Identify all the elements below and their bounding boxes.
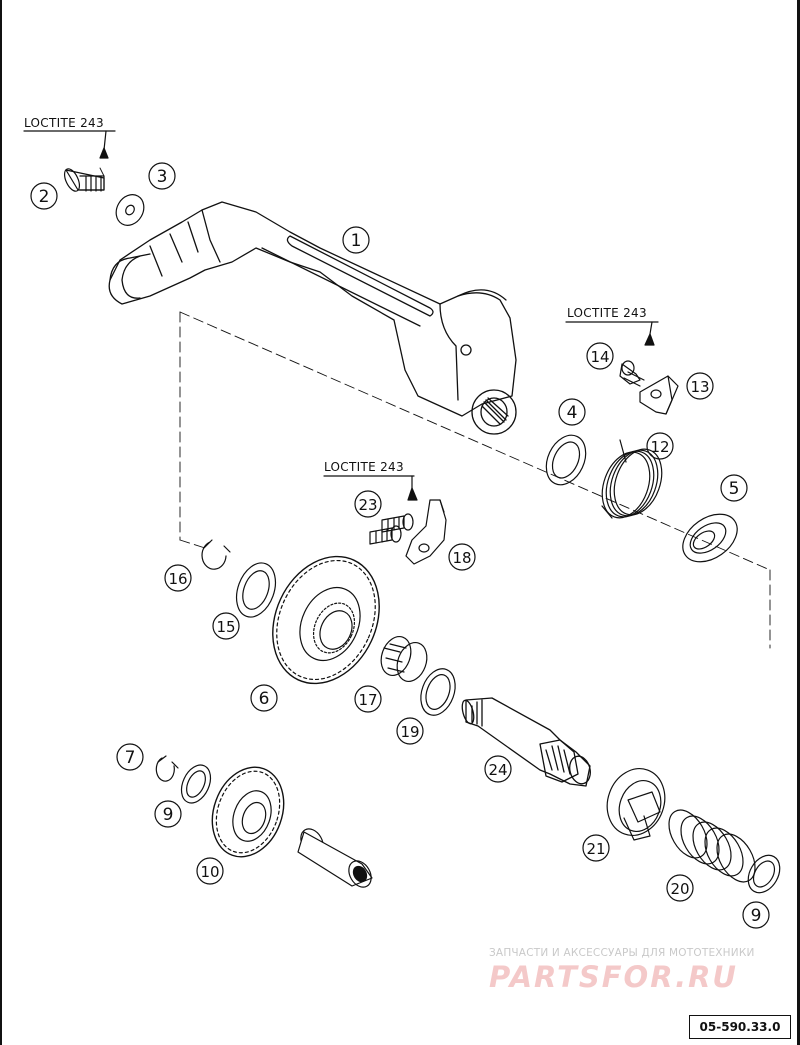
watermark-tagline: ЗАПЧАСТИ И АКСЕССУАРЫ ДЛЯ МОТОТЕХНИКИ: [489, 947, 755, 959]
part-14-bolt: [619, 360, 645, 387]
callout-19: 19: [400, 723, 419, 741]
callout-6: 6: [259, 689, 270, 709]
callout-23: 23: [358, 496, 377, 514]
loctite-marker-3: [323, 475, 418, 501]
callout-4: 4: [567, 403, 578, 423]
loctite-marker-1: [23, 130, 116, 159]
part-7-circlip: [155, 755, 179, 782]
part-6-large-gear: [272, 555, 380, 685]
loctite-label-3: LOCTITE 243: [324, 460, 404, 474]
part-4-washer: [545, 434, 587, 486]
part-17-needle-bearing: [380, 636, 428, 682]
watermark-logo: PARTSFOR.RU: [489, 960, 738, 994]
callout-5: 5: [729, 479, 740, 499]
loctite-label-1: LOCTITE 243: [24, 116, 104, 130]
part-19-washer: [420, 668, 456, 716]
sleeve-bushing: [297, 828, 373, 888]
callout-7: 7: [125, 748, 136, 768]
loctite-label-2: LOCTITE 243: [567, 306, 647, 320]
callout-17: 17: [358, 691, 377, 709]
part-24-kick-shaft: [461, 697, 591, 787]
callout-9-left: 9: [163, 805, 174, 825]
frame-right-border: [797, 0, 800, 1045]
callout-18: 18: [452, 549, 471, 567]
callout-1: 1: [351, 231, 362, 251]
frame-left-border: [0, 0, 2, 1045]
callout-24: 24: [488, 761, 507, 779]
part-16-circlip: [201, 539, 231, 570]
callout-9-right: 9: [751, 906, 762, 926]
part-23-bolts: [369, 513, 414, 545]
callout-10: 10: [200, 863, 219, 881]
part-10-small-gear: [211, 766, 285, 858]
callout-3: 3: [157, 167, 168, 187]
assembly-guide-lines: [179, 311, 771, 649]
part-20-spring: [668, 809, 756, 883]
part-3-washer: [115, 194, 145, 226]
part-1-kick-lever: [108, 201, 517, 435]
callout-14: 14: [590, 348, 609, 366]
part-5-washer: [682, 513, 738, 563]
callout-15: 15: [216, 618, 235, 636]
callout-13: 13: [690, 378, 709, 396]
callout-16: 16: [168, 570, 187, 588]
leader-lines: [99, 167, 105, 177]
part-21-ratchet-gear: [606, 768, 666, 841]
part-18-ratchet-lever: [405, 499, 447, 565]
callout-12: 12: [650, 438, 669, 456]
part-9-washer-left: [180, 764, 212, 804]
callout-circles: [30, 162, 770, 929]
part-13-bracket: [639, 375, 679, 415]
part-2-screw: [63, 168, 105, 192]
part-9-washer-right: [747, 854, 781, 894]
callout-2: 2: [39, 187, 50, 207]
callout-21: 21: [586, 840, 605, 858]
loctite-marker-2: [565, 321, 659, 346]
callout-20: 20: [670, 880, 689, 898]
part-12-spring: [601, 439, 663, 519]
diagram-reference-number: 05-590.33.0: [689, 1015, 791, 1039]
part-15-washer: [235, 562, 277, 618]
